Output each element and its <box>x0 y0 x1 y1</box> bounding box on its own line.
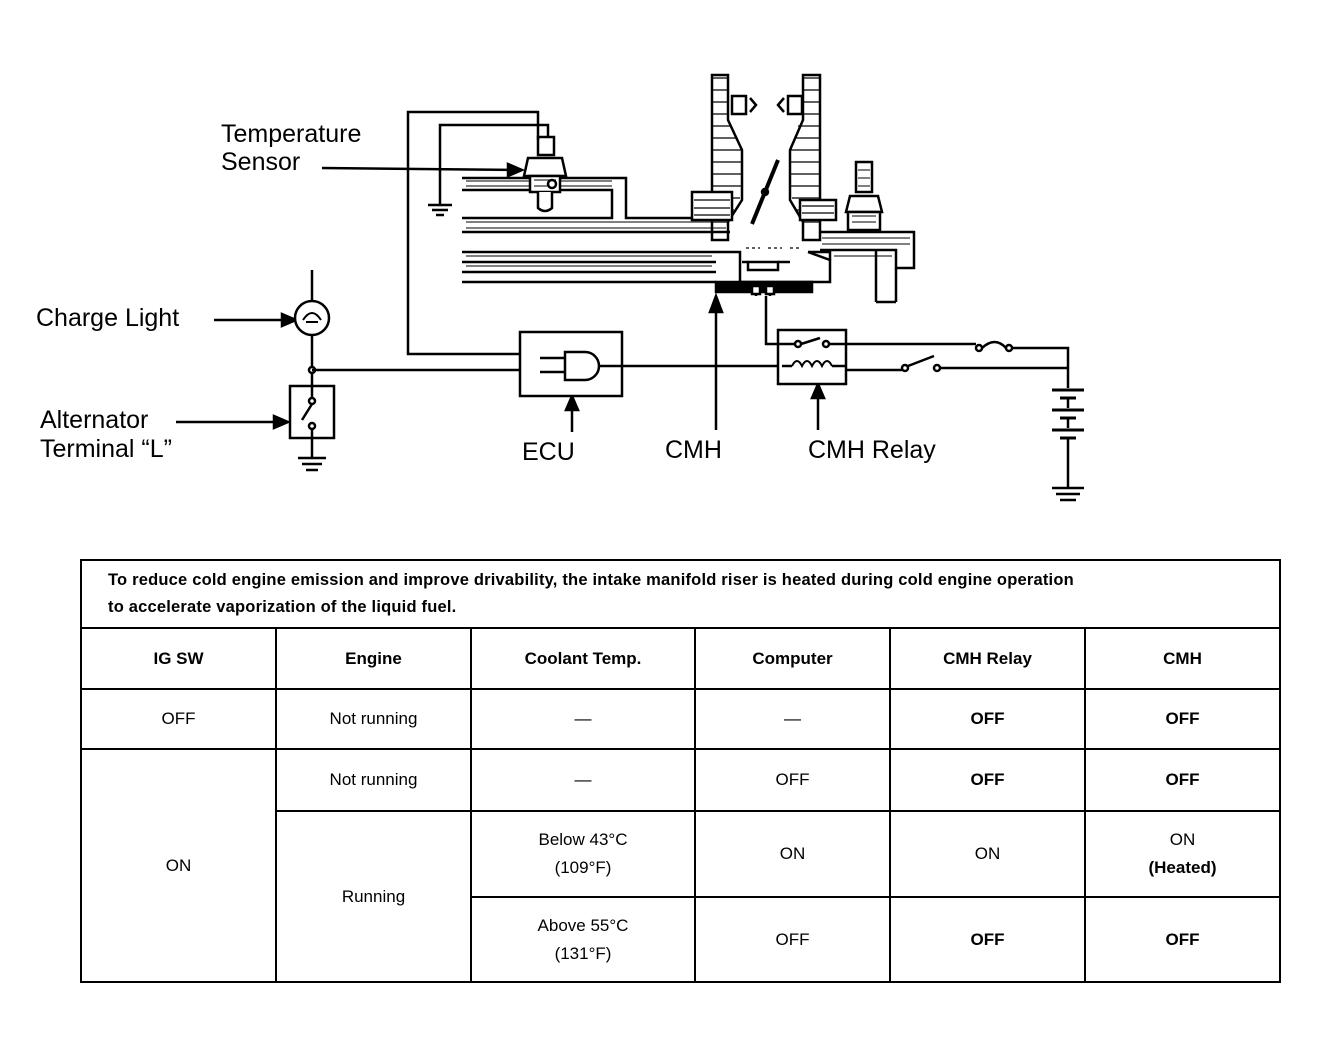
cmh-operation-table: To reduce cold engine emission and impro… <box>80 559 1281 983</box>
intro-line-1: To reduce cold engine emission and impro… <box>108 571 1074 589</box>
coolant-above-temp-f: (131°F) <box>554 943 612 963</box>
table-row: Running Below 43°C (109°F) ON ON ON (Hea… <box>81 810 1281 983</box>
temperature-sensor-label-line1: Temperature <box>221 120 362 148</box>
cell-ig-sw: OFF <box>80 688 277 750</box>
cell-computer: ON <box>694 810 891 898</box>
cell-coolant-temp: — <box>470 748 696 812</box>
header-cmh-relay: CMH Relay <box>889 627 1086 690</box>
coolant-below-temp: Below 43°C <box>538 830 628 849</box>
alternator-label-line2: Terminal “L” <box>40 435 172 463</box>
ecu-label: ECU <box>522 438 575 466</box>
cell-engine-running: Running <box>275 810 472 983</box>
battery-symbol <box>1052 388 1084 502</box>
sensor-signal-wire <box>406 110 540 356</box>
temperature-sensor-label-line2: Sensor <box>221 148 301 176</box>
ecu-box <box>518 330 624 398</box>
alternator-terminal <box>288 365 336 472</box>
coolant-below-temp-f: (109°F) <box>554 858 612 877</box>
manifold-switch <box>844 160 884 232</box>
cmh-circuit-diagram <box>176 73 1084 502</box>
header-coolant-temp: Coolant Temp. <box>470 627 696 690</box>
cell-cmh: OFF <box>1084 688 1281 750</box>
cmh-label: CMH <box>665 436 722 464</box>
battery-wire <box>1012 346 1070 388</box>
cell-cmh: OFF <box>1084 896 1281 983</box>
intake-manifold <box>462 73 916 304</box>
temperature-sensor <box>522 135 568 213</box>
cell-cmh-relay: ON <box>889 810 1086 898</box>
header-engine: Engine <box>275 627 472 690</box>
cmh-relay-box <box>764 296 848 386</box>
cmh-on-value: ON <box>1169 830 1196 849</box>
cmh-heated-note: (Heated) <box>1148 858 1217 877</box>
cell-coolant-temp: — <box>470 688 696 750</box>
cell-cmh: OFF <box>1084 748 1281 812</box>
header-cmh: CMH <box>1084 627 1281 690</box>
sensor-ground-wire <box>438 123 550 205</box>
sensor-ground-symbol <box>428 203 452 217</box>
charge-light-label: Charge Light <box>36 304 180 332</box>
cmh-relay-label: CMH Relay <box>808 436 936 464</box>
header-computer: Computer <box>694 627 891 690</box>
cell-ig-sw-on: ON <box>80 748 277 983</box>
cell-computer: — <box>694 688 891 750</box>
header-row: IG SW Engine Coolant Temp. Computer CMH … <box>80 627 1281 690</box>
alternator-label-line1: Alternator <box>40 406 149 434</box>
intro-text: To reduce cold engine emission and impro… <box>80 559 1281 629</box>
cell-engine: Not running <box>275 748 472 812</box>
cell-cmh-relay: OFF <box>889 688 1086 750</box>
header-ig-sw: IG SW <box>80 627 277 690</box>
cell-cmh-relay: OFF <box>889 896 1086 983</box>
cell-cmh: ON (Heated) <box>1084 810 1281 898</box>
label-arrows <box>176 162 826 432</box>
cell-computer: OFF <box>694 896 891 983</box>
cell-computer: OFF <box>694 748 891 812</box>
intro-row: To reduce cold engine emission and impro… <box>80 559 1281 629</box>
cell-cmh-relay: OFF <box>889 748 1086 812</box>
table-row: ON Not running — OFF OFF OFF <box>80 748 1281 983</box>
ignition-switch <box>900 354 942 373</box>
table-row: OFF Not running — — OFF OFF <box>80 688 1281 750</box>
cell-engine: Not running <box>275 688 472 750</box>
table-row: Above 55°C (131°F) OFF OFF OFF <box>81 896 1281 983</box>
charge-light-bulb <box>293 270 331 370</box>
cell-coolant-temp: Below 43°C (109°F) <box>470 810 696 898</box>
intro-line-2: to accelerate vaporization of the liquid… <box>108 598 457 616</box>
cell-coolant-temp: Above 55°C (131°F) <box>470 896 696 983</box>
fuse <box>974 340 1014 353</box>
coolant-above-temp: Above 55°C <box>537 915 629 935</box>
